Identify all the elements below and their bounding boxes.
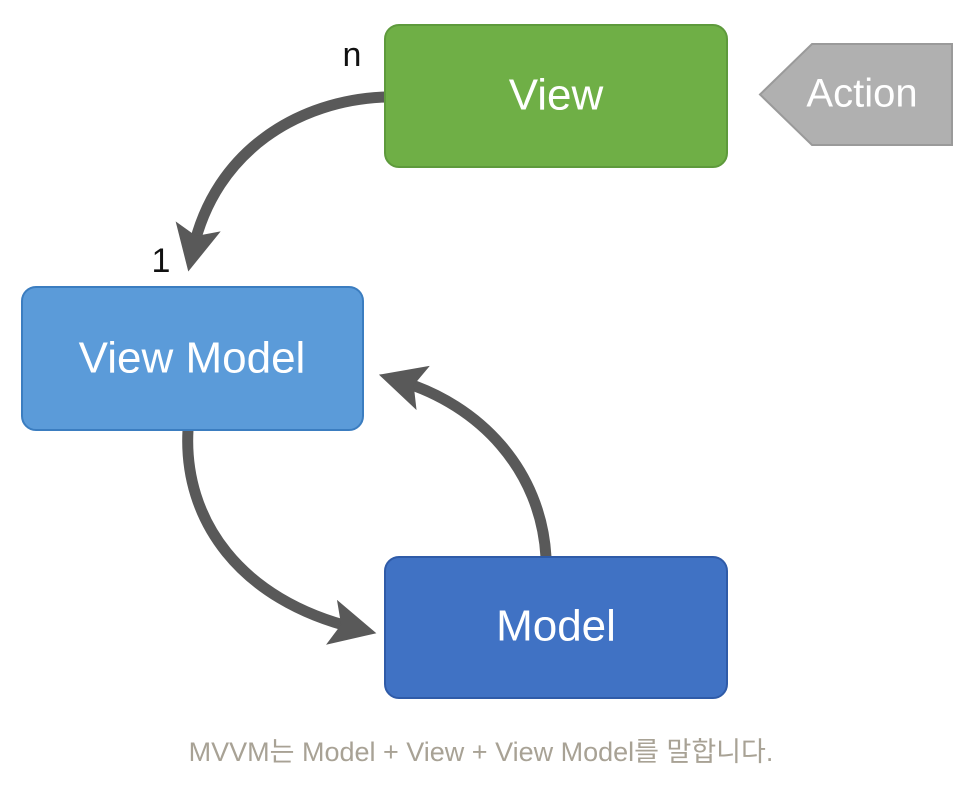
view-shape[interactable] bbox=[384, 24, 728, 168]
node-model[interactable]: Model bbox=[384, 556, 728, 699]
edge-view-to-view-model-path bbox=[175, 91, 386, 272]
multiplicity-label-n: n bbox=[343, 36, 362, 74]
view-model-label: View Model bbox=[79, 334, 306, 383]
model-shape[interactable] bbox=[384, 556, 728, 699]
multiplicity-label-one: 1 bbox=[152, 242, 171, 280]
edge-model-to-view-model-path bbox=[378, 365, 552, 558]
diagram-caption: MVVM는 Model + View + View Model를 말합니다. bbox=[189, 737, 774, 767]
action-label: Action bbox=[806, 72, 917, 116]
edge-view-model-to-model bbox=[182, 429, 377, 645]
edge-model-to-view-model bbox=[378, 365, 552, 558]
node-view-model[interactable]: View Model bbox=[21, 286, 364, 431]
view-model-shape[interactable] bbox=[21, 286, 364, 431]
edge-view-to-view-model bbox=[175, 91, 386, 272]
view-label: View bbox=[509, 71, 604, 120]
model-label: Model bbox=[496, 602, 616, 651]
node-action[interactable]: Action bbox=[758, 43, 953, 146]
node-view[interactable]: View bbox=[384, 24, 728, 168]
action-shape[interactable] bbox=[758, 43, 953, 146]
edge-view-model-to-model-path bbox=[182, 429, 377, 645]
